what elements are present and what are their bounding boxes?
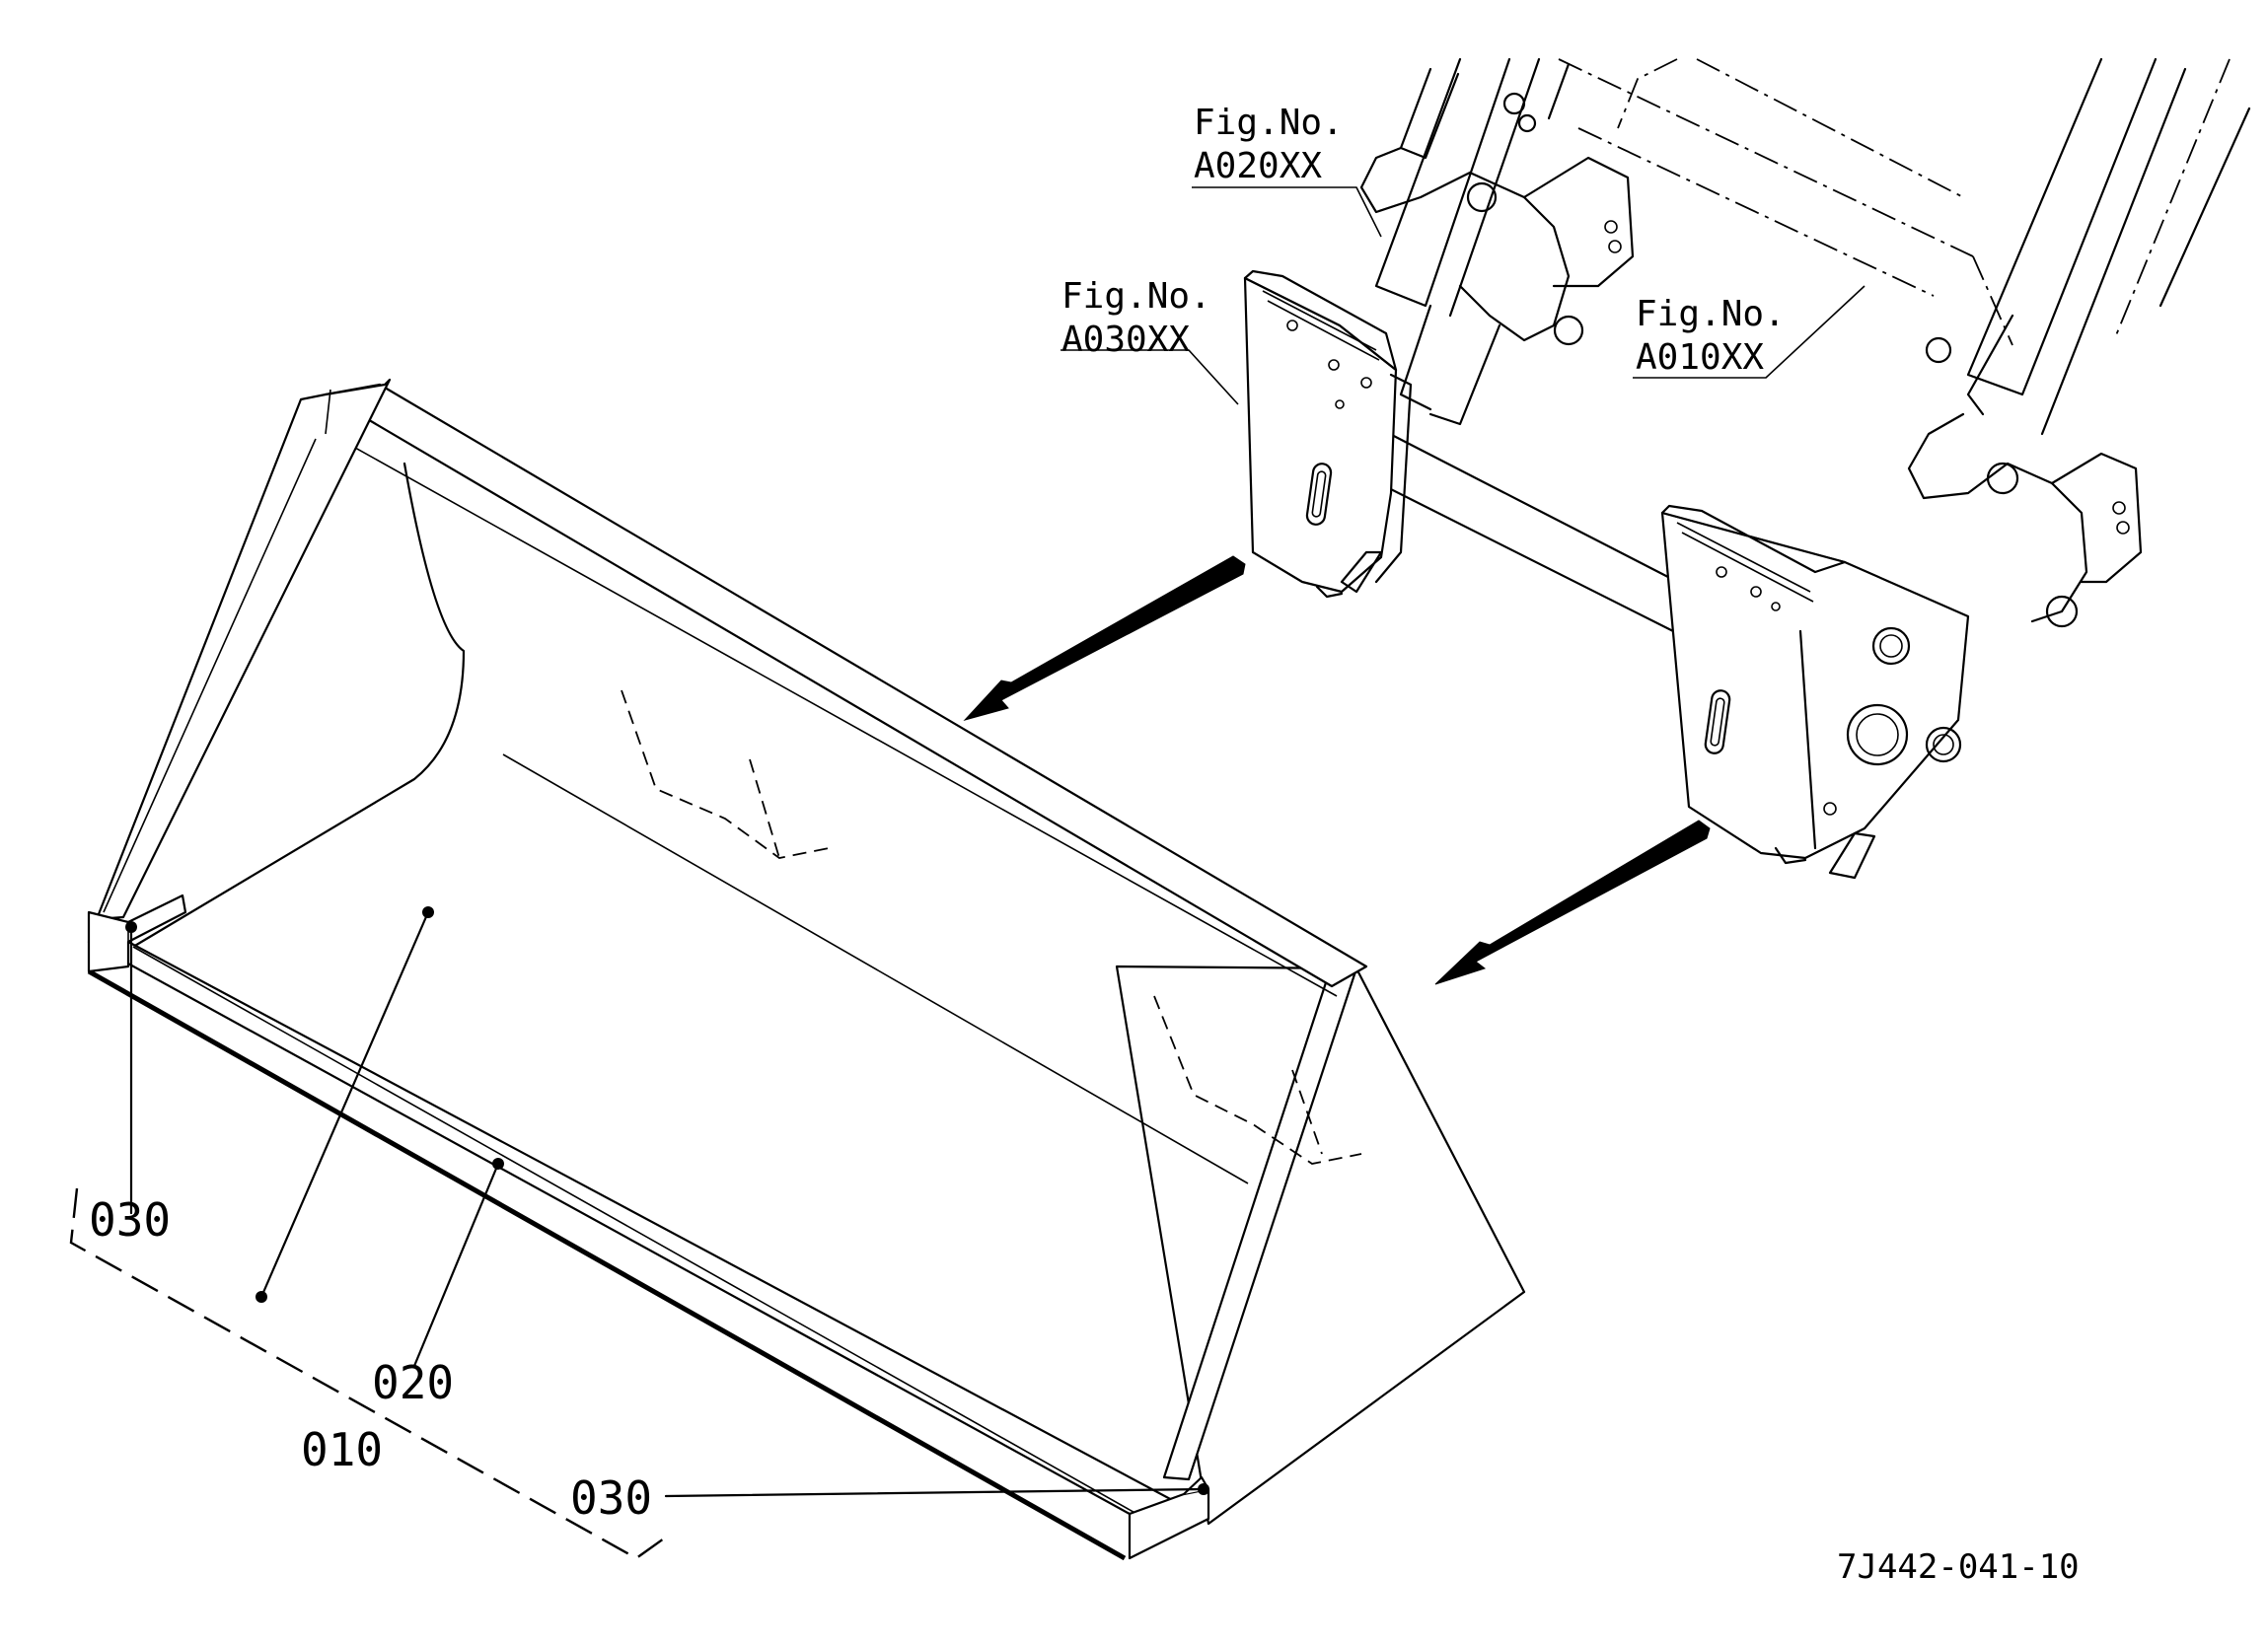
fig-ref-a030-line2: A030XX xyxy=(1061,320,1190,360)
fig-ref-a020-line2: A020XX xyxy=(1194,146,1322,186)
callout-030-left: 030 xyxy=(89,1193,171,1247)
callout-010: 010 xyxy=(301,1423,383,1476)
fig-ref-a010-line2: A010XX xyxy=(1636,337,1764,378)
kit-bracket xyxy=(69,1187,672,1560)
loader-frame-assembly xyxy=(1359,57,2251,628)
fig-ref-a010-line1: Fig.No. xyxy=(1636,294,1786,334)
figure-references: Fig.No. A020XX Fig.No. A030XX Fig.No. A0… xyxy=(1061,103,1786,378)
bucket xyxy=(87,378,1526,1561)
drawing-code: 7J442-041-10 xyxy=(1837,1547,2080,1587)
callout-labels: 030 020 010 030 xyxy=(89,1193,652,1525)
arrow-upper xyxy=(963,555,1246,721)
callout-020: 020 xyxy=(372,1356,454,1409)
assembly-arrows xyxy=(963,555,1711,985)
leader-dot-010-b xyxy=(256,1291,267,1303)
fig-ref-a020-line1: Fig.No. xyxy=(1194,103,1344,143)
callout-030-right: 030 xyxy=(570,1471,652,1525)
arrow-lower xyxy=(1434,820,1711,985)
fig-ref-a030-line1: Fig.No. xyxy=(1061,276,1211,317)
quick-attach-bracket xyxy=(1243,269,1970,880)
callout-leaders xyxy=(69,186,1866,1560)
